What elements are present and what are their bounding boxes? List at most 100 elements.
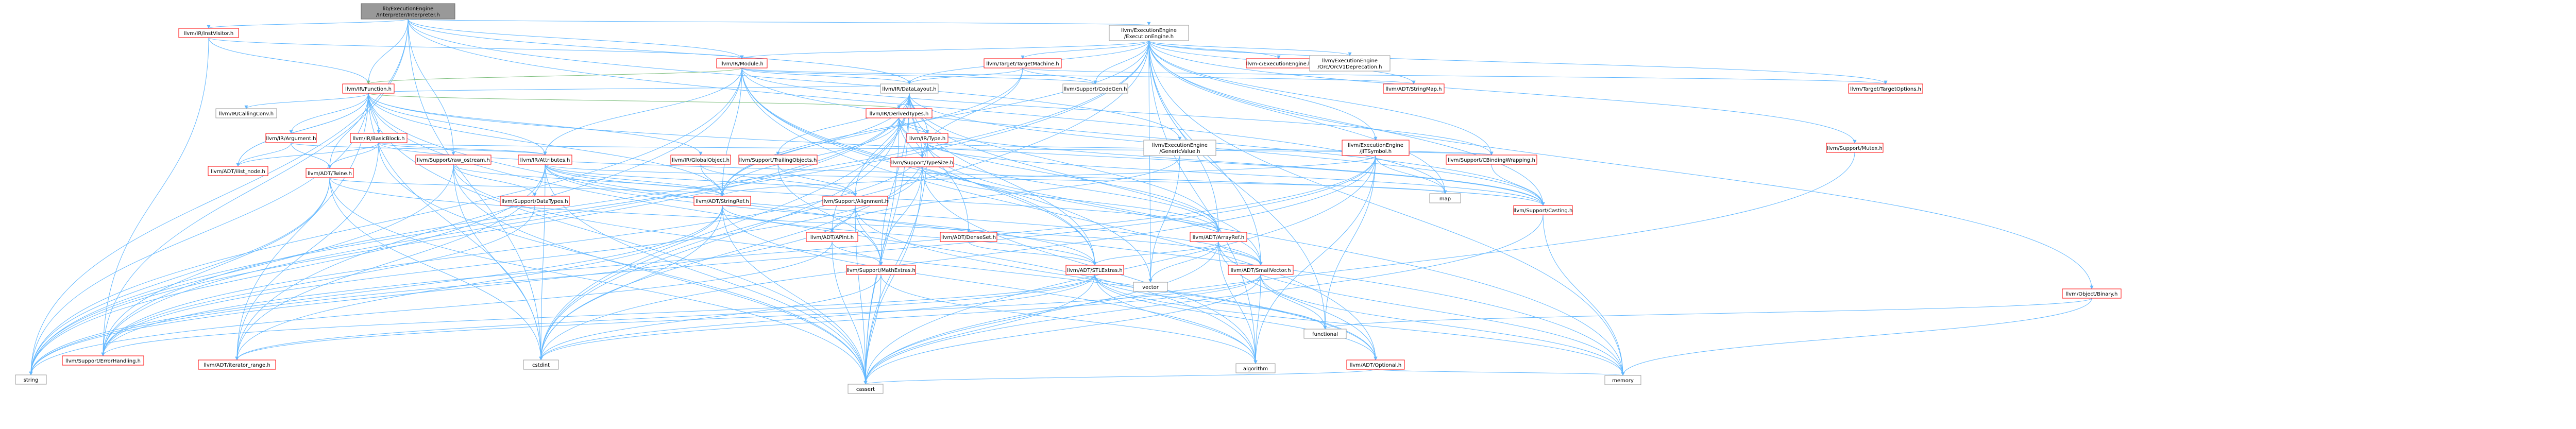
node-ilistnode[interactable]: llvm/ADT/ilist_node.h (208, 166, 268, 176)
node-box-targetmachine (984, 58, 1062, 68)
node-irinstvisitor[interactable]: llvm/IR/InstVisitor.h (178, 28, 239, 38)
node-codegen[interactable]: llvm/Support/CodeGen.h (1062, 83, 1128, 94)
node-box-vector (1133, 282, 1168, 292)
edge-attributes-to-stringref (545, 164, 724, 197)
edge-ee-to-functional (1148, 40, 1327, 330)
edge-smallvector-to-memory (1260, 274, 1625, 376)
node-type[interactable]: llvm/IR/Type.h (906, 133, 948, 143)
node-ee[interactable]: llvm/ExecutionEngine/ExecutionEngine.h (1109, 25, 1189, 41)
node-typesize[interactable]: llvm/Support/TypeSize.h (890, 157, 954, 167)
node-root[interactable]: lib/ExecutionEngine/Interpreter/Interpre… (361, 3, 455, 20)
edge-alignment-to-mathextras (855, 205, 883, 266)
node-box-codegen (1062, 83, 1128, 94)
edge-twine-to-stringref (329, 177, 724, 197)
node-label-typesize-0: llvm/Support/TypeSize.h (891, 160, 954, 166)
node-cstdint[interactable]: cstdint (523, 359, 559, 370)
node-callingconv[interactable]: llvm/IR/CallingConv.h (215, 108, 277, 118)
node-module[interactable]: llvm/IR/Module.h (716, 58, 768, 68)
node-globalobject[interactable]: llvm/IR/GlobalObject.h (670, 155, 731, 165)
node-mathextras[interactable]: llvm/Support/MathExtras.h (846, 265, 916, 275)
edge-typesize-to-mathextras (879, 166, 923, 266)
node-label-alignment-0: llvm/Support/Alignment.h (822, 199, 888, 204)
node-jitsymbol[interactable]: llvm/ExecutionEngine/JITSymbol.h (1342, 140, 1410, 156)
node-datalayout[interactable]: llvm/IR/DataLayout.h (880, 83, 939, 94)
node-arrayref[interactable]: llvm/ADT/ArrayRef.h (1190, 232, 1247, 242)
node-cee[interactable]: llvm-c/ExecutionEngine.h (1246, 58, 1312, 68)
node-memory[interactable]: memory (1604, 375, 1641, 385)
node-stlextras[interactable]: llvm/ADT/STLExtras.h (1065, 265, 1124, 275)
node-label-objectbinary-0: llvm/Object/Binary.h (2066, 291, 2118, 297)
edge-ee-to-map (1148, 40, 1447, 194)
edge-genericvalue-to-apint (830, 155, 1180, 233)
node-label-algorithm-0: algorithm (1243, 366, 1268, 372)
node-alignment[interactable]: llvm/Support/Alignment.h (822, 196, 888, 206)
edge-root-to-datalayout (408, 19, 911, 84)
node-iteratorrange[interactable]: llvm/ADT/iterator_range.h (198, 359, 276, 370)
node-basicblock[interactable]: llvm/IR/BasicBlock.h (350, 133, 408, 143)
node-box-genericvalue (1143, 140, 1216, 156)
node-attributes[interactable]: llvm/IR/Attributes.h (518, 155, 572, 165)
edge-attributes-to-alignment (545, 164, 857, 197)
node-genericvalue[interactable]: llvm/ExecutionEngine/GenericValue.h (1143, 140, 1216, 156)
node-derivedtypes[interactable]: llvm/IR/DerivedTypes.h (866, 108, 933, 118)
node-cassert[interactable]: cassert (848, 384, 884, 394)
edge-typesize-to-cassert (863, 166, 923, 385)
edge-trailing-to-mathextras (777, 164, 883, 266)
node-box-irinstvisitor (178, 28, 239, 38)
node-optional[interactable]: llvm/ADT/Optional.h (1346, 359, 1405, 370)
node-rawostream[interactable]: llvm/Support/raw_ostream.h (415, 155, 492, 165)
node-stringref[interactable]: llvm/ADT/StringRef.h (693, 196, 751, 206)
node-targetmachine[interactable]: llvm/Target/TargetMachine.h (984, 58, 1062, 68)
edge-stringref-to-iteratorrange (235, 205, 723, 361)
node-objectbinary[interactable]: llvm/Object/Binary.h (2062, 288, 2122, 299)
edge-jitsymbol-to-stringref (720, 155, 1376, 197)
node-apint[interactable]: llvm/ADT/APInt.h (806, 232, 858, 242)
node-stringmap[interactable]: llvm/ADT/StringMap.h (1383, 83, 1445, 94)
node-map[interactable]: map (1429, 193, 1461, 203)
edge-irinstvisitor-to-errorhandling (101, 37, 209, 356)
node-densemap[interactable]: llvm/ADT/DenseSet.h (940, 232, 997, 242)
node-label-ee-0: llvm/ExecutionEngine (1121, 28, 1177, 33)
node-label-function-0: llvm/IR/Function.h (345, 87, 392, 92)
edge-rawostream-to-stringref (453, 164, 724, 197)
node-label-stringmap-0: llvm/ADT/StringMap.h (1385, 87, 1442, 92)
node-trailing[interactable]: llvm/Support/TrailingObjects.h (738, 155, 818, 165)
node-casting[interactable]: llvm/Support/Casting.h (1513, 205, 1573, 215)
edge-ee-to-targetmachine (1021, 40, 1149, 59)
node-argument[interactable]: llvm/IR/Argument.h (265, 133, 317, 143)
node-cbindingwrapping[interactable]: llvm/Support/CBindingWrapping.h (1446, 155, 1537, 165)
edge-function-to-casting (368, 93, 1545, 206)
node-box-iteratorrange (198, 359, 276, 370)
node-label-mathextras-0: llvm/Support/MathExtras.h (846, 268, 916, 273)
node-label-targetoptions-0: llvm/Target/TargetOptions.h (1850, 87, 1921, 92)
edge-smallvector-to-cstdint (539, 274, 1261, 361)
node-smallvector[interactable]: llvm/ADT/SmallVector.h (1228, 265, 1294, 275)
edge-stringref-to-string (29, 205, 723, 375)
edge-datalayout-to-casting (909, 93, 1545, 206)
node-functional[interactable]: functional (1303, 329, 1347, 339)
edge-trailing-to-alignment (777, 164, 857, 197)
node-vector[interactable]: vector (1133, 282, 1168, 292)
edge-ee-to-vector (1148, 40, 1153, 283)
node-errorhandling[interactable]: llvm/Support/ErrorHandling.h (62, 355, 144, 366)
node-orcv1[interactable]: llvm/ExecutionEngine/Orc/OrcV1Deprecatio… (1309, 55, 1391, 72)
edge-ee-to-mutex (1148, 40, 1857, 144)
node-box-orcv1 (1309, 55, 1391, 72)
node-twine[interactable]: llvm/ADT/Twine.h (306, 168, 354, 178)
edge-stlextras-to-cstdint (539, 274, 1095, 361)
node-function[interactable]: llvm/IR/Function.h (342, 83, 395, 94)
node-box-apint (806, 232, 858, 242)
edge-targetmachine-to-codegen (1022, 67, 1097, 84)
edge-root-to-cstdint (408, 19, 543, 361)
node-label-smallvector-0: llvm/ADT/SmallVector.h (1231, 268, 1291, 273)
node-targetoptions[interactable]: llvm/Target/TargetOptions.h (1848, 83, 1923, 94)
node-datatypes[interactable]: llvm/Support/DataTypes.h (500, 196, 570, 206)
node-algorithm[interactable]: algorithm (1235, 363, 1276, 373)
edge-jitsymbol-to-cstdint (539, 155, 1376, 361)
edge-datalayout-to-trailing (776, 93, 910, 156)
edge-datalayout-to-arrayref (909, 93, 1221, 233)
node-box-argument (265, 133, 317, 143)
edge-function-to-argument (289, 93, 369, 134)
node-string[interactable]: string (15, 374, 47, 385)
node-mutex[interactable]: llvm/Support/Mutex.h (1826, 143, 1884, 153)
